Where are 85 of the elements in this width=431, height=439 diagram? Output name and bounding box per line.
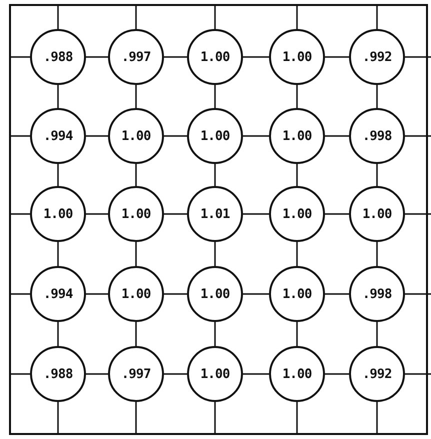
connector-line	[10, 213, 30, 215]
value-label: 1.00	[200, 366, 230, 382]
connector-line	[296, 85, 298, 108]
connector-line	[405, 373, 431, 375]
connector-line	[86, 135, 108, 137]
connector-line	[376, 322, 378, 346]
connector-line	[10, 56, 30, 58]
connector-line	[135, 85, 137, 108]
value-label: 1.00	[121, 206, 151, 222]
value-label: 1.00	[121, 128, 151, 144]
value-label: .998	[362, 286, 392, 302]
connector-line	[405, 135, 431, 137]
value-label: .997	[121, 366, 151, 382]
connector-line	[376, 5, 378, 29]
value-label: .992	[362, 50, 392, 64]
connector-line	[86, 56, 108, 58]
connector-line	[135, 242, 137, 266]
connector-line	[405, 56, 431, 58]
value-label: .988	[43, 50, 73, 64]
value-label: 1.01	[200, 206, 230, 222]
connector-line	[164, 135, 187, 137]
connector-line	[376, 402, 378, 434]
value-label: .994	[43, 286, 73, 302]
value-label: 1.00	[200, 128, 230, 144]
value-label: .998	[362, 128, 392, 144]
connector-line	[86, 293, 108, 295]
connector-line	[214, 322, 216, 346]
connector-line	[164, 373, 187, 375]
connector-line	[376, 85, 378, 108]
connector-line	[164, 56, 187, 58]
value-label: 1.00	[200, 50, 230, 64]
connector-line	[405, 293, 431, 295]
value-label: 1.00	[282, 128, 312, 144]
connector-line	[296, 242, 298, 266]
connector-line	[296, 164, 298, 186]
connector-line	[325, 293, 349, 295]
connector-line	[57, 5, 59, 29]
connector-line	[135, 164, 137, 186]
connector-line	[376, 164, 378, 186]
value-label: .994	[43, 128, 73, 144]
value-label: 1.00	[200, 286, 230, 302]
connector-line	[296, 402, 298, 434]
connector-line	[57, 164, 59, 186]
value-label: 1.00	[282, 366, 312, 382]
connector-line	[135, 5, 137, 29]
connector-line	[10, 373, 30, 375]
connector-line	[325, 135, 349, 137]
connector-line	[325, 56, 349, 58]
connector-line	[296, 5, 298, 29]
connector-line	[57, 242, 59, 266]
connector-line	[214, 402, 216, 434]
connector-line	[376, 242, 378, 266]
connector-line	[296, 322, 298, 346]
connector-line	[86, 373, 108, 375]
value-label: 1.00	[282, 206, 312, 222]
connector-line	[325, 373, 349, 375]
connector-line	[243, 135, 269, 137]
connector-line	[57, 85, 59, 108]
connector-line	[405, 213, 431, 215]
value-label: 1.00	[282, 50, 312, 64]
connector-line	[164, 213, 187, 215]
value-label: .988	[43, 366, 73, 382]
value-label: 1.00	[282, 286, 312, 302]
connector-line	[243, 56, 269, 58]
connector-line	[243, 213, 269, 215]
connector-line	[214, 164, 216, 186]
value-label: 1.00	[43, 206, 73, 222]
connector-line	[10, 293, 30, 295]
connector-line	[214, 5, 216, 29]
connector-line	[214, 85, 216, 108]
value-label: 1.00	[121, 286, 151, 302]
value-label: .997	[121, 50, 151, 64]
connector-line	[86, 213, 108, 215]
connector-line	[57, 322, 59, 346]
connector-line	[57, 402, 59, 434]
value-label: .992	[362, 366, 392, 382]
connector-line	[243, 293, 269, 295]
connector-line	[243, 373, 269, 375]
connector-line	[164, 293, 187, 295]
connector-line	[10, 135, 30, 137]
connector-line	[135, 402, 137, 434]
connector-line	[325, 213, 349, 215]
value-label: 1.00	[362, 206, 392, 222]
connector-line	[135, 322, 137, 346]
connector-line	[214, 242, 216, 266]
